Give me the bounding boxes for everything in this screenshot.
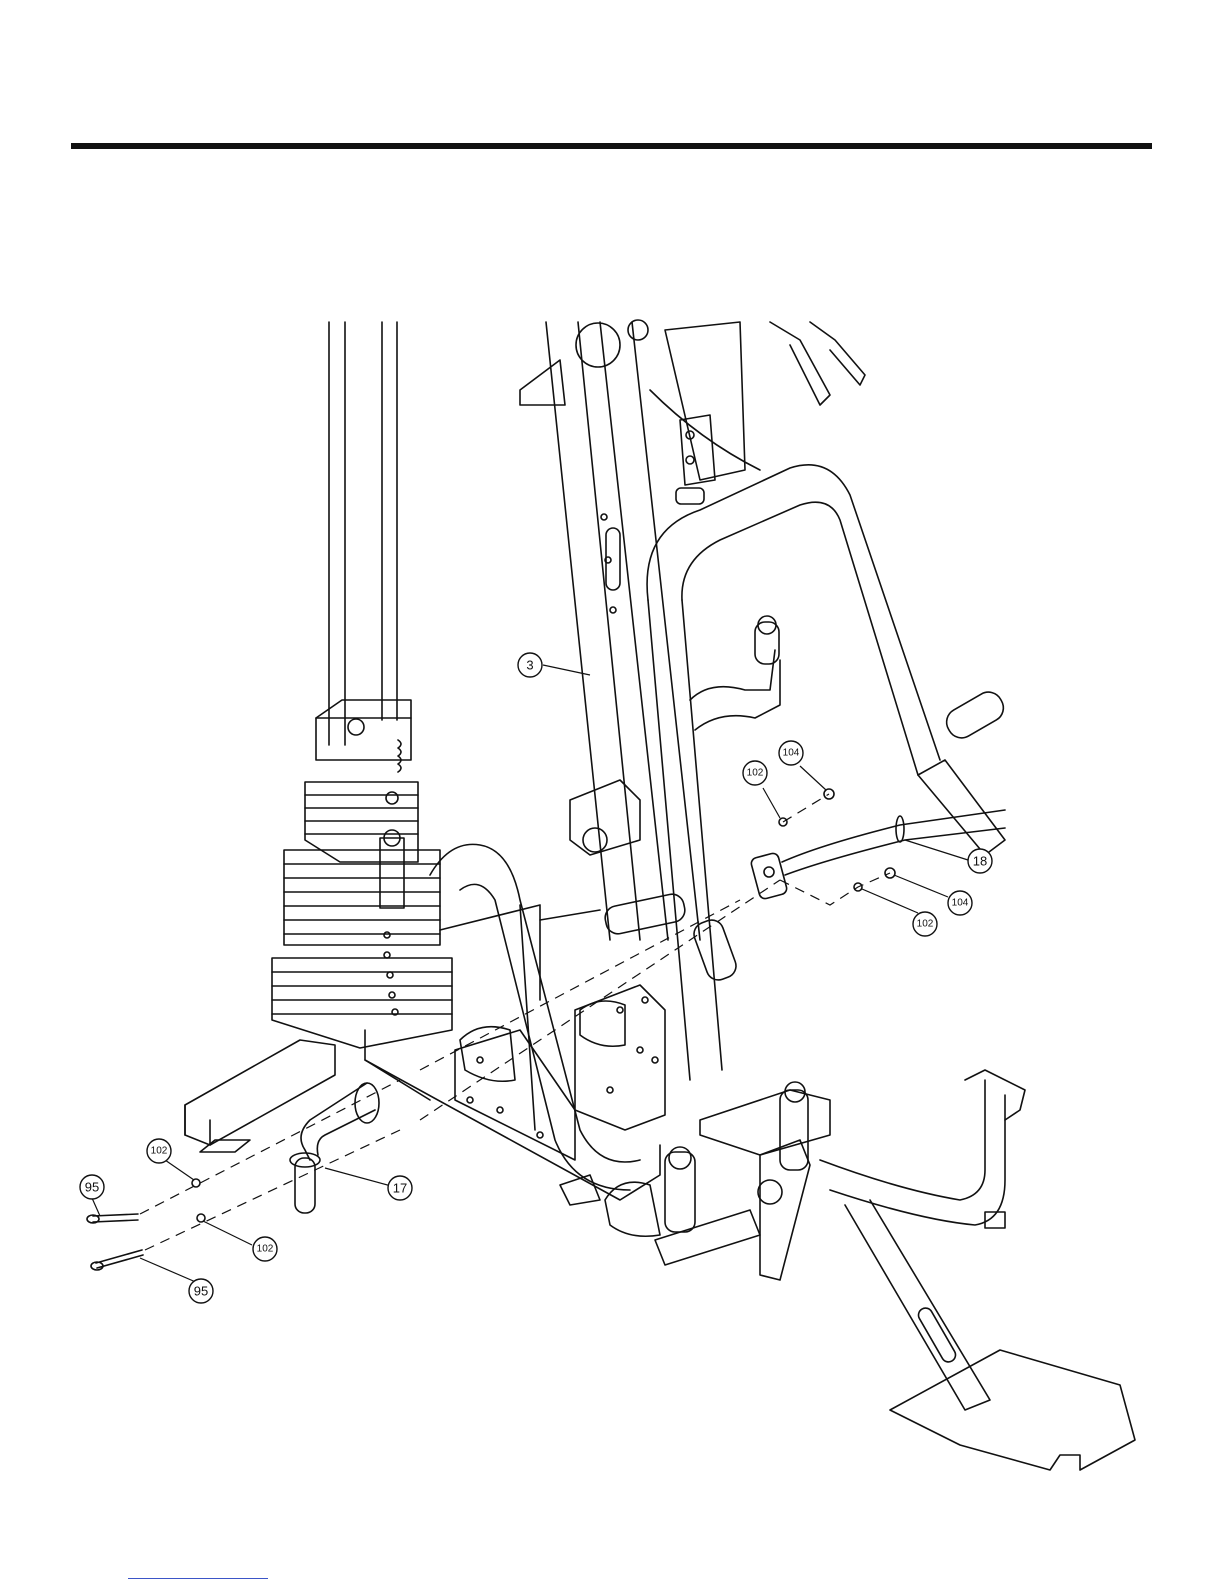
part-17-peg bbox=[290, 1083, 379, 1213]
callout-3: 3 bbox=[526, 658, 533, 673]
callout-17: 17 bbox=[393, 1181, 407, 1196]
footer-link-underline[interactable] bbox=[128, 1578, 268, 1579]
weight-stack bbox=[272, 700, 452, 1048]
pin-95-upper bbox=[87, 1214, 138, 1223]
assembly-lines bbox=[140, 794, 890, 1250]
callout-95a: 95 bbox=[85, 1180, 99, 1195]
top-mechanism bbox=[650, 322, 865, 504]
base-frame bbox=[185, 905, 660, 1200]
curved-arm bbox=[430, 844, 640, 1190]
lower-bracket bbox=[560, 1082, 808, 1265]
callout-104b: 104 bbox=[952, 898, 969, 909]
callout-102a: 102 bbox=[151, 1146, 168, 1157]
callout-102d: 102 bbox=[917, 919, 934, 930]
callout-102b: 102 bbox=[257, 1244, 274, 1255]
side-arm-bracket bbox=[690, 616, 780, 730]
callout-95b: 95 bbox=[194, 1284, 208, 1299]
pivot-plate bbox=[455, 985, 665, 1160]
upright-frame bbox=[520, 320, 700, 940]
washer-102-left-upper bbox=[192, 1179, 200, 1187]
callout-18: 18 bbox=[973, 854, 987, 869]
pads bbox=[603, 892, 739, 983]
u-handle-frame bbox=[647, 465, 1008, 1080]
callout-104a: 104 bbox=[783, 748, 800, 759]
callout-102c: 102 bbox=[747, 768, 764, 779]
part-18-peg bbox=[750, 810, 1005, 900]
guide-rods bbox=[329, 322, 397, 745]
leader-lines bbox=[92, 665, 968, 1283]
front-leg bbox=[700, 1070, 1135, 1470]
pin-95-lower bbox=[91, 1250, 143, 1270]
